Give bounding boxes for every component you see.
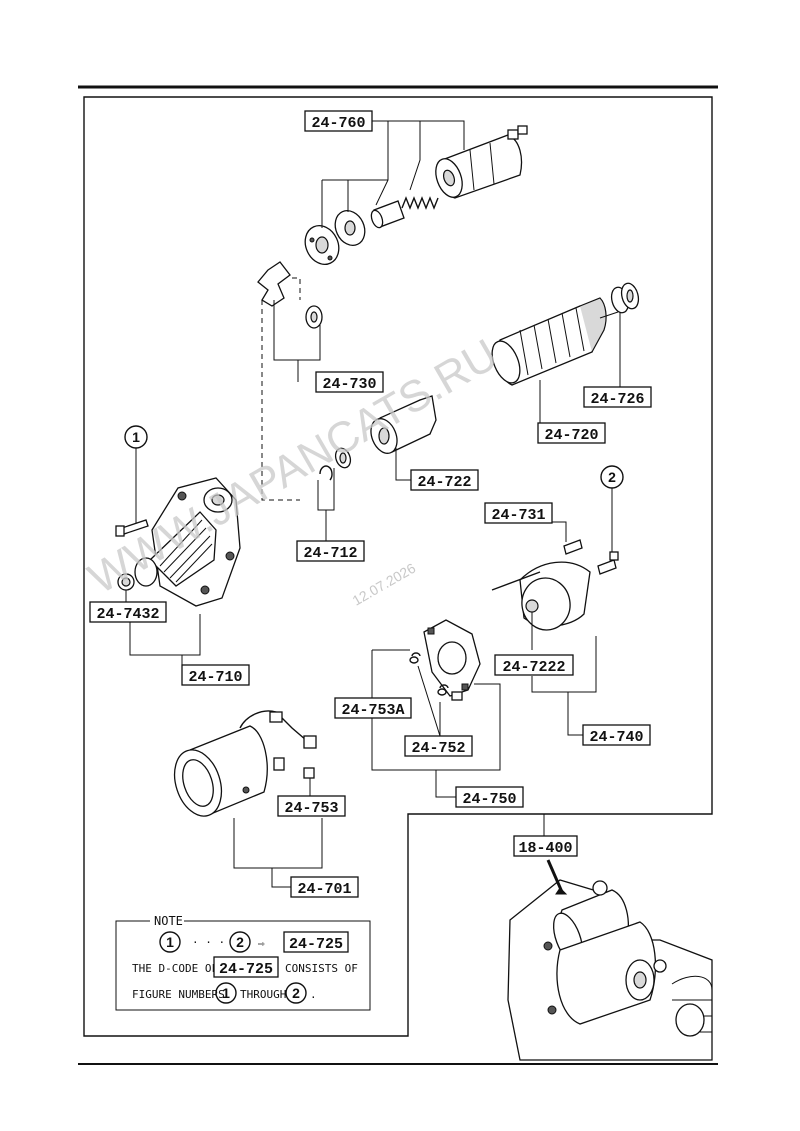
svg-text:24-760: 24-760 (311, 115, 365, 132)
watermark-date: 12.07.2026 (350, 560, 419, 609)
label-24-753: 24-753 (277, 795, 346, 817)
plunger-spring (370, 196, 439, 229)
housing-bolt (115, 519, 149, 537)
label-24-740: 24-740 (582, 724, 651, 746)
label-24-7432: 24-7432 (89, 601, 167, 623)
drive-lever (257, 261, 323, 329)
front-housing (134, 477, 241, 607)
label-24-750: 24-750 (455, 786, 524, 808)
svg-text:24-730: 24-730 (322, 376, 376, 393)
svg-text:24-701: 24-701 (297, 881, 351, 898)
assembled-starter (507, 879, 713, 1061)
rear-cover (491, 561, 591, 631)
leader-24-731 (552, 521, 567, 542)
label-24-7222: 24-7222 (494, 654, 574, 676)
leader-24-726 (603, 312, 621, 395)
note-dots: · · · (192, 936, 225, 949)
armature-washers (610, 282, 640, 314)
svg-text:24-7222: 24-7222 (502, 659, 565, 676)
note-line2-code: 24-725 (219, 961, 273, 978)
svg-text:18-400: 18-400 (518, 840, 572, 857)
label-24-720: 24-720 (537, 422, 606, 444)
watermark-site: WWW.JAPANCATS.RU (81, 330, 506, 604)
leader-24-740 (531, 636, 597, 736)
label-24-722: 24-722 (410, 469, 479, 491)
yoke-field-coil (173, 710, 317, 817)
marker-1-text: 1 (132, 429, 140, 445)
marker-2-text: 2 (608, 469, 616, 485)
svg-text:24-712: 24-712 (303, 545, 357, 562)
housing-bushing (117, 573, 135, 591)
svg-text:24-710: 24-710 (188, 669, 242, 686)
brush-springs (409, 652, 449, 696)
leader-24-722 (395, 448, 412, 481)
label-24-760: 24-760 (304, 110, 373, 132)
svg-text:24-726: 24-726 (590, 391, 644, 408)
svg-text:24-7432: 24-7432 (96, 606, 159, 623)
leader-24-760 (321, 120, 465, 228)
label-18-400: 18-400 (513, 835, 578, 857)
label-24-712: 24-712 (296, 540, 365, 562)
armature (461, 297, 619, 386)
marker-1-group: 1 (124, 425, 148, 525)
note-title: NOTE (154, 914, 183, 928)
label-24-753A: 24-753A (334, 697, 412, 719)
note-box: NOTE 1 · · · 2 ⇨ 24-725 THE D-CODE OF 24… (115, 914, 371, 1011)
svg-text:24-752: 24-752 (411, 740, 465, 757)
overrunning-clutch (370, 395, 437, 454)
leader-24-753A (371, 649, 501, 771)
svg-text:1: 1 (166, 934, 174, 950)
diagram-frame (83, 96, 713, 1037)
note-arrow: ⇨ (258, 937, 265, 950)
through-bolts (563, 539, 619, 575)
note-line3-suffix: . (310, 988, 317, 1001)
label-24-710: 24-710 (181, 664, 250, 686)
svg-text:2: 2 (292, 985, 300, 1001)
svg-text:2: 2 (236, 934, 244, 950)
leader-24-712 (317, 468, 335, 542)
leader-24-730 (261, 277, 321, 501)
note-line3-mid: THROUGH (240, 988, 286, 1001)
leader-24-701 (233, 818, 323, 888)
leader-18-400 (543, 814, 568, 895)
solenoid-switch (435, 125, 528, 199)
leader-24-750 (435, 770, 456, 798)
svg-text:1: 1 (222, 985, 230, 1001)
svg-text:24-750: 24-750 (462, 791, 516, 808)
leader-24-752 (417, 665, 441, 737)
svg-text:24-753A: 24-753A (341, 702, 404, 719)
label-24-726: 24-726 (583, 386, 652, 408)
note-line2-prefix: THE D-CODE OF (132, 962, 218, 975)
svg-text:24-753: 24-753 (284, 800, 338, 817)
marker-2-group: 2 (600, 465, 624, 556)
note-line3-prefix: FIGURE NUMBERS (132, 988, 225, 1001)
svg-text:24-720: 24-720 (544, 427, 598, 444)
label-24-730: 24-730 (315, 371, 384, 393)
note-line1-code: 24-725 (289, 936, 343, 953)
label-24-752: 24-752 (404, 735, 473, 757)
brush-holder (423, 619, 481, 701)
svg-text:24-722: 24-722 (417, 474, 471, 491)
label-24-701: 24-701 (290, 876, 359, 898)
note-line2-suffix: CONSISTS OF (285, 962, 358, 975)
solenoid-plates (304, 209, 366, 265)
svg-text:24-740: 24-740 (589, 729, 643, 746)
label-24-731: 24-731 (484, 502, 553, 524)
svg-text:24-731: 24-731 (491, 507, 545, 524)
stop-ring (319, 447, 352, 481)
